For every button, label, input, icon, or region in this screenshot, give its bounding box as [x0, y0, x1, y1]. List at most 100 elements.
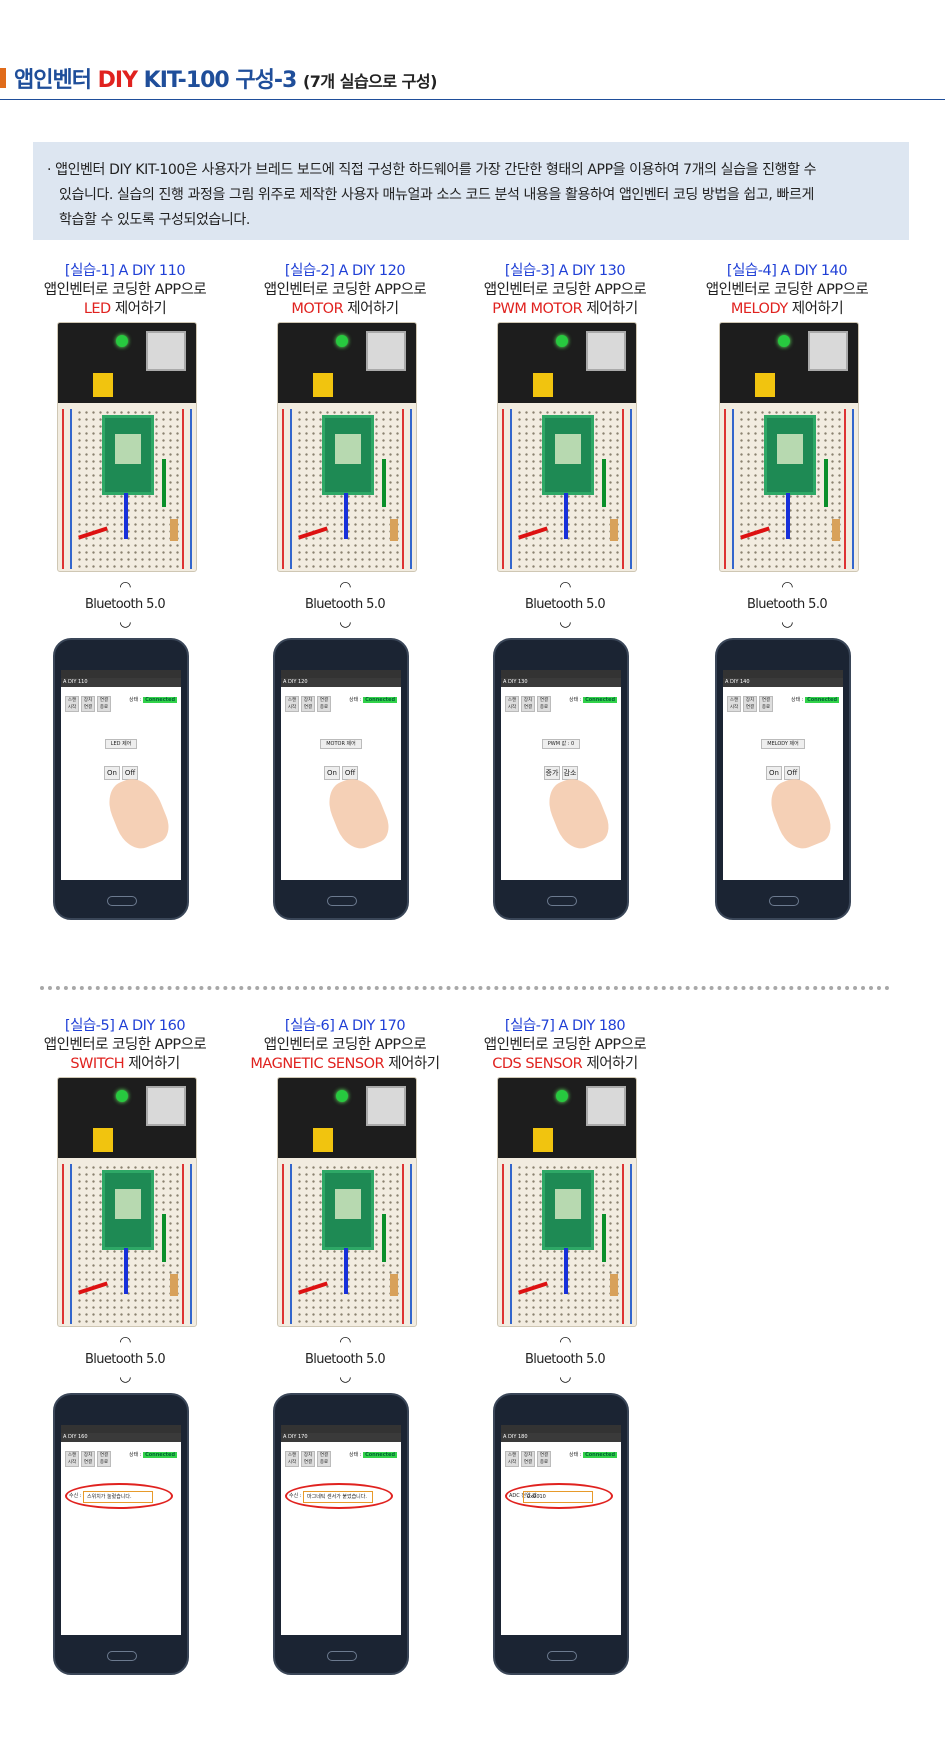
bluetooth-icon: ◠ — [119, 579, 131, 595]
breadboard-illustration — [57, 322, 197, 572]
home-button[interactable] — [107, 896, 137, 906]
lab-tag: [실습-4] — [726, 263, 777, 279]
lab-target: CDS SENSOR — [492, 1056, 583, 1072]
scan-button[interactable]: 스캔 시작 — [727, 696, 741, 712]
connect-button[interactable]: 장치 연결 — [301, 696, 315, 712]
finger-illustration — [763, 771, 837, 855]
bluetooth-link: ◠ Bluetooth 5.0 ◡ — [687, 580, 887, 629]
control-label: PWM 값 : 0 — [501, 739, 621, 749]
wifi-icon: ◡ — [339, 1369, 351, 1385]
disconnect-button[interactable]: 연결 종료 — [97, 1451, 111, 1467]
lab-target: MAGNETIC SENSOR — [250, 1056, 385, 1072]
lab-description: 앱인벤터로 코딩한 APP으로 — [263, 1037, 427, 1053]
title-subtitle: (7개 실습으로 구성) — [302, 72, 437, 91]
on-button[interactable]: On — [104, 766, 120, 780]
lab-suffix: 제어하기 — [787, 301, 844, 317]
app-title: A DIY 160 — [61, 1433, 181, 1442]
app-button-row: 스캔 시작장치 연결연결 종료 — [65, 696, 113, 715]
lab-code: A DIY 140 — [776, 263, 848, 279]
lab-code: A DIY 160 — [114, 1018, 186, 1034]
home-button[interactable] — [769, 896, 799, 906]
connect-button[interactable]: 장치 연결 — [81, 1451, 95, 1467]
receive-highlight: ADC 전압 값 : 0x0010 — [505, 1483, 613, 1509]
on-button[interactable]: On — [324, 766, 340, 780]
scan-button[interactable]: 스캔 시작 — [285, 696, 299, 712]
connect-button[interactable]: 장치 연결 — [521, 1451, 535, 1467]
lab-target: PWM MOTOR — [492, 301, 583, 317]
scan-button[interactable]: 스캔 시작 — [285, 1451, 299, 1467]
lab-caption: [실습-2] A DIY 120 앱인벤터로 코딩한 APP으로 MOTOR 제… — [245, 262, 445, 319]
lab-suffix: 제어하기 — [582, 301, 638, 317]
bluetooth-label: Bluetooth 5.0 — [524, 1352, 606, 1367]
phone-mockup: A DIY 130 스캔 시작장치 연결연결 종료 상태 : Connected… — [493, 638, 629, 920]
home-button[interactable] — [327, 896, 357, 906]
scan-button[interactable]: 스캔 시작 — [505, 1451, 519, 1467]
connect-button[interactable]: 장치 연결 — [301, 1451, 315, 1467]
home-button[interactable] — [547, 1651, 577, 1661]
finger-illustration — [321, 771, 395, 855]
lab-code: A DIY 110 — [114, 263, 186, 279]
lab-card-1: [실습-1] A DIY 110 앱인벤터로 코딩한 APP으로 LED 제어하… — [25, 262, 225, 920]
section-divider — [40, 986, 890, 990]
bluetooth-label: Bluetooth 5.0 — [84, 597, 166, 612]
disconnect-button[interactable]: 연결 종료 — [759, 696, 773, 712]
disconnect-button[interactable]: 연결 종료 — [317, 1451, 331, 1467]
phone-mockup: A DIY 180 스캔 시작장치 연결연결 종료 상태 : Connected… — [493, 1393, 629, 1675]
lab-code: A DIY 180 — [554, 1018, 626, 1034]
bluetooth-label: Bluetooth 5.0 — [304, 597, 386, 612]
lab-code: A DIY 120 — [334, 263, 406, 279]
lab-tag: [실습-7] — [504, 1018, 555, 1034]
disconnect-button[interactable]: 연결 종료 — [97, 696, 111, 712]
lab-code: A DIY 170 — [334, 1018, 406, 1034]
disconnect-button[interactable]: 연결 종료 — [317, 696, 331, 712]
scan-button[interactable]: 스캔 시작 — [505, 696, 519, 712]
breadboard-illustration — [497, 322, 637, 572]
bluetooth-icon: ◠ — [559, 1334, 571, 1350]
lab-tag: [실습-3] — [504, 263, 555, 279]
connection-state: 상태 : Connected — [129, 1452, 178, 1458]
receive-highlight: 수신 : 스위치가 눌렸습니다. — [65, 1483, 173, 1509]
title-prefix: 앱인벤터 — [14, 68, 98, 93]
app-button-row: 스캔 시작장치 연결연결 종료 — [285, 1451, 333, 1470]
bluetooth-label: Bluetooth 5.0 — [304, 1352, 386, 1367]
title-diy: DIY — [97, 68, 138, 93]
scan-button[interactable]: 스캔 시작 — [65, 1451, 79, 1467]
lab-target: SWITCH — [70, 1056, 125, 1072]
off-button[interactable]: Off — [342, 766, 358, 780]
lab-description: 앱인벤터로 코딩한 APP으로 — [483, 282, 647, 298]
bluetooth-icon: ◠ — [559, 579, 571, 595]
intro-line-2: 있습니다. 실습의 진행 과정을 그림 위주로 제작한 사용자 매뉴얼과 소스 … — [59, 187, 814, 203]
intro-line-3: 학습할 수 있도록 구성되었습니다. — [59, 212, 250, 228]
home-button[interactable] — [107, 1651, 137, 1661]
app-title: A DIY 140 — [723, 678, 843, 687]
lab-caption: [실습-1] A DIY 110 앱인벤터로 코딩한 APP으로 LED 제어하… — [25, 262, 225, 319]
phone-screen: A DIY 140 스캔 시작장치 연결연결 종료 상태 : Connected… — [723, 670, 843, 880]
control-label: MOTOR 제어 — [281, 739, 401, 749]
connect-button[interactable]: 장치 연결 — [81, 696, 95, 712]
connection-state: 상태 : Connected — [569, 697, 618, 703]
disconnect-button[interactable]: 연결 종료 — [537, 696, 551, 712]
on-button[interactable]: 증가 — [544, 766, 560, 780]
connect-button[interactable]: 장치 연결 — [521, 696, 535, 712]
receive-value: 스위치가 눌렸습니다. — [83, 1491, 153, 1503]
lab-caption: [실습-6] A DIY 170 앱인벤터로 코딩한 APP으로 MAGNETI… — [245, 1017, 445, 1074]
wifi-icon: ◡ — [119, 1369, 131, 1385]
connection-state: 상태 : Connected — [349, 697, 398, 703]
disconnect-button[interactable]: 연결 종료 — [537, 1451, 551, 1467]
lab-description: 앱인벤터로 코딩한 APP으로 — [43, 1037, 207, 1053]
control-label: MELODY 제어 — [723, 739, 843, 749]
off-button[interactable]: 감소 — [562, 766, 578, 780]
on-button[interactable]: On — [766, 766, 782, 780]
home-button[interactable] — [327, 1651, 357, 1661]
phone-screen: A DIY 170 스캔 시작장치 연결연결 종료 상태 : Connected… — [281, 1425, 401, 1635]
scan-button[interactable]: 스캔 시작 — [65, 696, 79, 712]
app-title: A DIY 170 — [281, 1433, 401, 1442]
off-button[interactable]: Off — [784, 766, 800, 780]
home-button[interactable] — [547, 896, 577, 906]
off-button[interactable]: Off — [122, 766, 138, 780]
receive-highlight: 수신 : 마그네틱 센서가 붙었습니다. — [285, 1483, 393, 1509]
connect-button[interactable]: 장치 연결 — [743, 696, 757, 712]
page-title: 앱인벤터 DIY KIT-100 구성-3 (7개 실습으로 구성) — [14, 62, 437, 94]
lab-code: A DIY 130 — [554, 263, 626, 279]
